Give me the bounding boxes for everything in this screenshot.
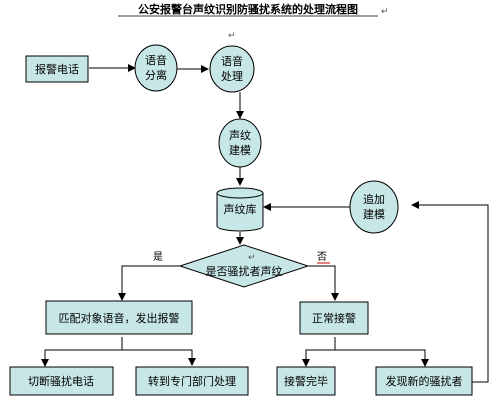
node-voice-processing-line2: 处理 — [221, 70, 243, 83]
node-alarm-done: 接警完毕 — [276, 366, 336, 396]
node-new-harasser-label: 发现新的骚扰者 — [386, 374, 463, 388]
edge-label-no: 否 — [317, 251, 327, 263]
node-cut-call: 切断骚扰电话 — [9, 366, 114, 396]
edge-decision-no — [308, 265, 339, 301]
edge-normal-to-done — [302, 337, 336, 367]
node-transfer-dept: 转到专门部门处理 — [135, 366, 249, 396]
paragraph-mark: ↵ — [228, 31, 236, 41]
node-alarm-call-label: 报警电话 — [35, 62, 79, 76]
node-transfer-dept-label: 转到专门部门处理 — [148, 374, 236, 388]
edge-decision-yes — [118, 265, 180, 301]
node-alarm-done-label: 接警完毕 — [284, 374, 328, 388]
node-decision-label: 是否骚扰者声纹 — [206, 264, 283, 278]
edge-normal-to-newharasser — [335, 349, 429, 367]
node-voiceprint-database-label: 声纹库 — [224, 202, 257, 216]
edge-label-yes: 是 — [153, 251, 163, 263]
node-decision: 是否骚扰者声纹 ↵ — [178, 244, 310, 288]
diagram-title: 公安报警台声纹识别防骚扰系统的处理流程图 — [138, 2, 358, 16]
node-match-alarm-label: 匹配对象语音，发出报警 — [59, 311, 180, 325]
node-add-model-line1: 追加 — [363, 192, 385, 206]
decision-paragraph-mark: ↵ — [248, 253, 256, 263]
edge-match-to-outputs — [44, 337, 123, 365]
node-voiceprint-modeling-line1: 声纹 — [229, 128, 251, 142]
edge-newharasser-to-addmodel — [411, 201, 489, 383]
title-paragraph-mark: ↵ — [381, 7, 389, 17]
node-voiceprint-modeling-line2: 建模 — [229, 143, 251, 157]
node-voice-processing: 语音 处理 — [209, 45, 255, 93]
node-voice-separation: 语音 分离 — [134, 44, 178, 92]
node-new-harasser: 发现新的骚扰者 — [375, 366, 473, 396]
node-voice-separation-line2: 分离 — [145, 68, 167, 82]
edges — [41, 64, 489, 383]
node-add-model-line2: 建模 — [363, 207, 385, 221]
node-voice-separation-line1: 语音 — [145, 53, 167, 67]
node-match-alarm: 匹配对象语音，发出报警 — [45, 300, 193, 335]
node-voiceprint-database: 声纹库 — [216, 187, 264, 232]
node-alarm-call: 报警电话 — [25, 55, 89, 83]
node-add-model: 追加 建模 — [349, 180, 399, 234]
node-normal-answer-label: 正常接警 — [312, 311, 356, 325]
edge-match-to-transfer — [122, 349, 196, 366]
node-normal-answer: 正常接警 — [299, 301, 369, 335]
node-voiceprint-modeling: 声纹 建模 — [218, 118, 262, 168]
node-voice-processing-line1: 语音 — [221, 54, 243, 68]
node-cut-call-label: 切断骚扰电话 — [28, 374, 94, 388]
